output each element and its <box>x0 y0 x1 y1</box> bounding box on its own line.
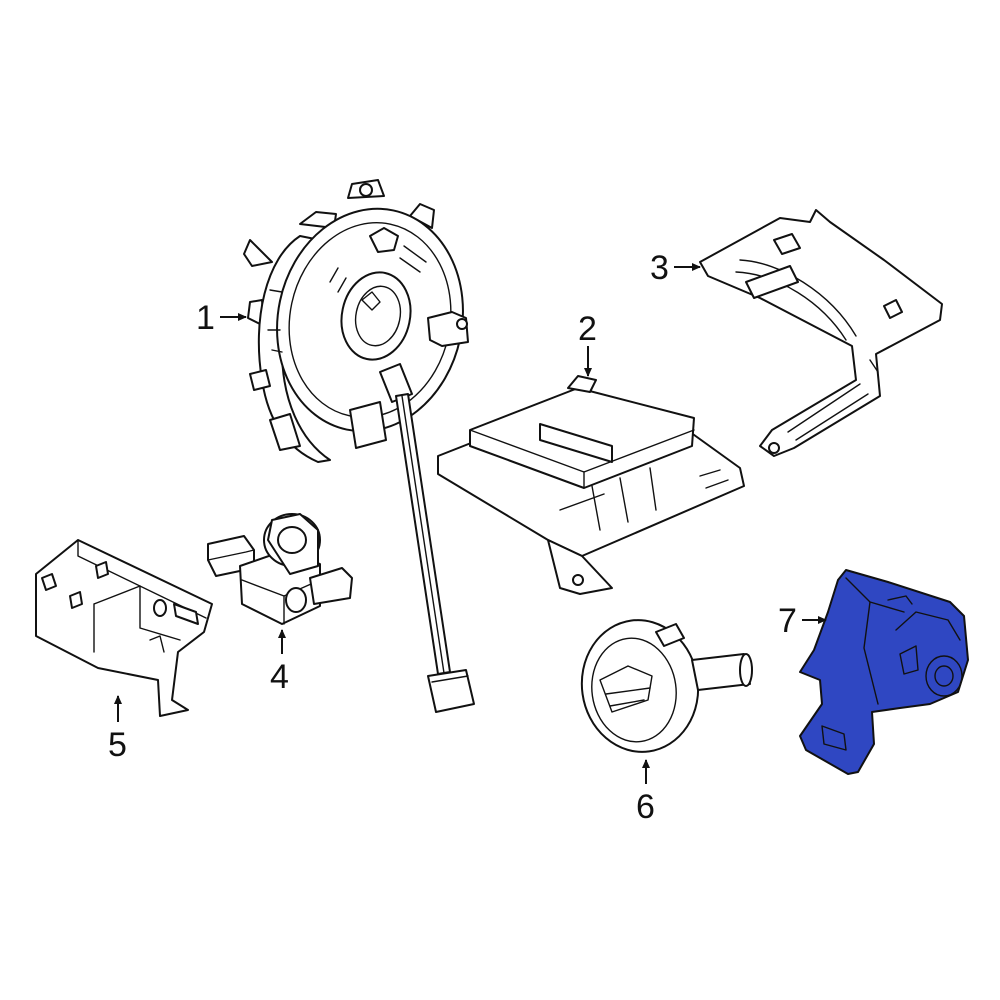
callout-label-7: 7 <box>778 602 797 640</box>
part-7-highlighted-sensor[interactable] <box>799 569 969 775</box>
callout-7: 7 <box>778 602 827 640</box>
callout-label-3: 3 <box>650 249 669 287</box>
callout-1: 1 <box>196 299 247 337</box>
callout-label-2: 2 <box>578 310 597 348</box>
callout-label-5: 5 <box>108 726 127 764</box>
callout-label-6: 6 <box>636 788 655 826</box>
callout-4: 4 <box>270 629 289 696</box>
part-1-clock-spring[interactable] <box>243 179 483 713</box>
callout-5: 5 <box>108 695 127 764</box>
part-3-bracket[interactable] <box>699 209 943 457</box>
part-7-body <box>799 569 969 775</box>
part-4-impact-sensor[interactable] <box>207 513 353 625</box>
callout-6: 6 <box>636 759 655 826</box>
part-2-control-module[interactable] <box>437 375 745 595</box>
part-5-mounting-plate[interactable] <box>35 539 213 717</box>
callout-2: 2 <box>578 310 597 377</box>
callout-3: 3 <box>650 249 701 287</box>
callout-label-1: 1 <box>196 299 215 337</box>
part-6-sensor-ring[interactable] <box>573 613 753 760</box>
callout-label-4: 4 <box>270 658 289 696</box>
